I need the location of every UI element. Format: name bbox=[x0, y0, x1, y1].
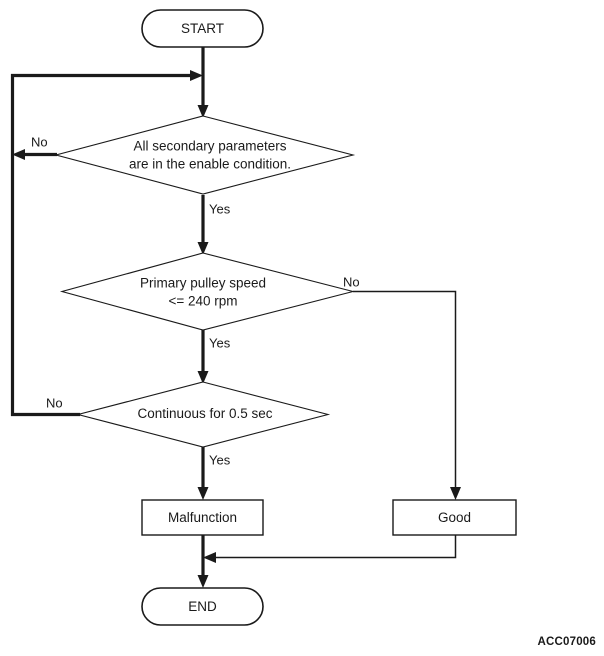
node-start-label: START bbox=[181, 21, 224, 36]
edge-decision1-no bbox=[12, 149, 57, 160]
edge-decision2-yes bbox=[197, 330, 209, 384]
edge-start-to-decision1 bbox=[197, 46, 209, 118]
node-decision3-line1: Continuous for 0.5 sec bbox=[137, 406, 272, 421]
edge-label-decision1-yes: Yes bbox=[209, 201, 231, 216]
node-decision2-line2: <= 240 rpm bbox=[168, 294, 237, 309]
node-end: END bbox=[141, 587, 264, 626]
edge-label-decision2-yes: Yes bbox=[209, 335, 231, 350]
node-good: Good bbox=[392, 499, 517, 536]
node-malfunction-label: Malfunction bbox=[168, 510, 237, 525]
node-good-label: Good bbox=[438, 510, 471, 525]
edge-label-decision3-no: No bbox=[46, 395, 63, 410]
node-decision1-line2: are in the enable condition. bbox=[129, 157, 291, 172]
node-malfunction: Malfunction bbox=[141, 499, 264, 536]
node-decision3: Continuous for 0.5 sec bbox=[75, 381, 331, 448]
node-end-label: END bbox=[188, 599, 217, 614]
figure-code-label: ACC07006 bbox=[537, 636, 596, 648]
node-start: START bbox=[141, 9, 264, 48]
edge-decision2-no bbox=[353, 290, 461, 500]
edge-loopback-top bbox=[11, 70, 203, 81]
edge-label-decision1-no: No bbox=[31, 134, 48, 149]
edge-malfunction-to-end bbox=[197, 535, 209, 588]
node-decision1: All secondary parameters are in the enab… bbox=[53, 115, 356, 195]
edge-good-to-end bbox=[203, 535, 457, 563]
node-decision2-line1: Primary pulley speed bbox=[140, 276, 266, 291]
edge-decision3-yes bbox=[197, 447, 209, 500]
edge-label-decision2-no: No bbox=[343, 274, 360, 289]
node-decision2: Primary pulley speed <= 240 rpm bbox=[59, 252, 354, 331]
node-decision1-line1: All secondary parameters bbox=[133, 139, 286, 154]
edge-decision1-yes bbox=[197, 195, 209, 255]
edge-label-decision3-yes: Yes bbox=[209, 452, 231, 467]
